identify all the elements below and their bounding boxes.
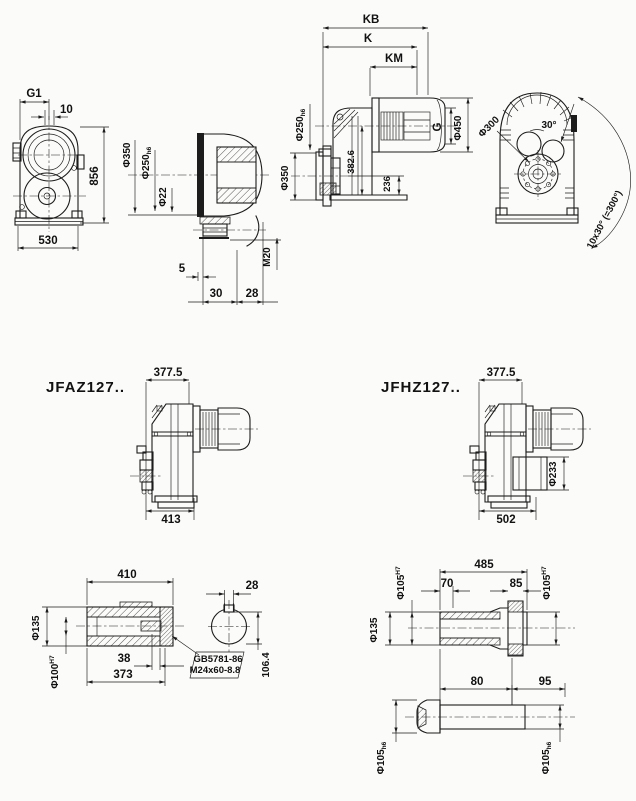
callout-frame <box>189 651 245 679</box>
dim-373: 373 <box>113 669 132 681</box>
callout-line1: GB5781-86 <box>193 654 242 665</box>
solid-shaft-lower-view: 80 95 Φ105h6 Φ105h6 <box>376 649 575 774</box>
dim-105h6-right: Φ105h6 <box>541 741 553 774</box>
dim-856: 856 <box>89 166 101 185</box>
dim-105h7-left: Φ105H7 <box>395 566 407 600</box>
dim-236: 236 <box>382 176 393 192</box>
dim-jfaz-bottom: 413 <box>161 514 180 526</box>
bolt-section <box>140 620 162 632</box>
dim-410: 410 <box>117 569 136 581</box>
dim-105h6-left: Φ105h6 <box>376 741 388 774</box>
grille-pattern <box>33 139 65 171</box>
jfhz-title: JFHZ127.. <box>381 379 461 396</box>
section-view: Φ350 Φ250h6 Φ22 M20 5 30 28 <box>122 133 281 305</box>
solid-shaft-upper-view: 485 70 85 Φ135 Φ105H7 Φ105H7 <box>369 559 575 657</box>
dim-g1: G1 <box>26 88 42 100</box>
jfaz-view: JFAZ127.. 377.5 413 <box>46 367 258 526</box>
dim-flange-od-side: Φ350 <box>280 165 291 190</box>
hollow-shaft-view: 410 Φ135 Φ100H7 38 373 GB5781-86 M24x60-… <box>31 569 272 689</box>
dim-450: Φ450 <box>453 115 464 140</box>
dim-382: 382.6 <box>346 150 357 174</box>
shaft-bolt-section <box>319 182 337 196</box>
dim-bolt-circle: Φ300 <box>477 114 503 140</box>
dim-km: KM <box>385 53 403 65</box>
dim-5: 5 <box>179 263 186 275</box>
dim-bore-100: Φ100H7 <box>49 655 61 689</box>
center-hole-detail <box>417 705 427 729</box>
dim-od-135: Φ135 <box>31 615 42 640</box>
flange-plate <box>197 133 204 217</box>
dim-530: 530 <box>38 235 57 247</box>
hub-section-upper <box>216 146 257 163</box>
dim-flange-od: Φ350 <box>122 142 133 167</box>
front-view: G1 10 856 530 <box>12 88 109 251</box>
end-plate-section <box>159 606 174 647</box>
shrink-disc-cover <box>512 456 548 491</box>
dim-106: 106.4 <box>261 652 272 677</box>
dim-95: 95 <box>539 676 552 688</box>
dim-jfhz-top: 377.5 <box>487 367 516 379</box>
dim-jfaz-top: 377.5 <box>154 367 183 379</box>
dim-bolt-hole: Φ22 <box>158 187 169 207</box>
hub-section-lower <box>216 187 257 204</box>
callout-line2: M24x60-8.8 <box>190 665 241 676</box>
dim-485: 485 <box>474 559 494 571</box>
dim-38: 38 <box>118 653 131 665</box>
dim-g: G <box>432 122 444 131</box>
dim-85: 85 <box>510 578 523 590</box>
dim-10: 10 <box>60 104 73 116</box>
dim-cover-dia: Φ233 <box>548 461 559 486</box>
dim-spigot: Φ250h6 <box>141 146 153 179</box>
dim-80: 80 <box>471 676 484 688</box>
dim-70: 70 <box>441 578 454 590</box>
dim-28-key: 28 <box>246 580 259 592</box>
jfaz-title: JFAZ127.. <box>46 379 125 396</box>
dim-105h7-right: Φ105H7 <box>541 566 553 600</box>
dim-od-135b: Φ135 <box>369 617 380 642</box>
dim-30: 30 <box>210 288 223 300</box>
motor-side-view: KB K KM 382.6 236 G Φ450 Φ250h6 Φ350 <box>280 14 473 207</box>
dim-jfhz-bottom: 502 <box>496 514 515 526</box>
dim-spigot-side: Φ250h6 <box>295 108 307 141</box>
shaft-wall-lower <box>86 635 161 647</box>
rear-view: 30° Φ300 10x30° (=300°) <box>477 91 631 251</box>
jfhz-view: JFHZ127.. 377.5 502 Φ233 <box>381 367 591 526</box>
shaft-wall-upper <box>86 606 161 618</box>
dim-kb: KB <box>363 14 380 26</box>
dim-angle: 30° <box>541 120 556 131</box>
dim-28: 28 <box>246 288 259 300</box>
dim-k: K <box>364 33 373 45</box>
dim-hole-pattern: 10x30° (=300°) <box>585 189 625 251</box>
terminal-box-edge <box>571 115 577 132</box>
dim-tap: M20 <box>262 247 273 267</box>
